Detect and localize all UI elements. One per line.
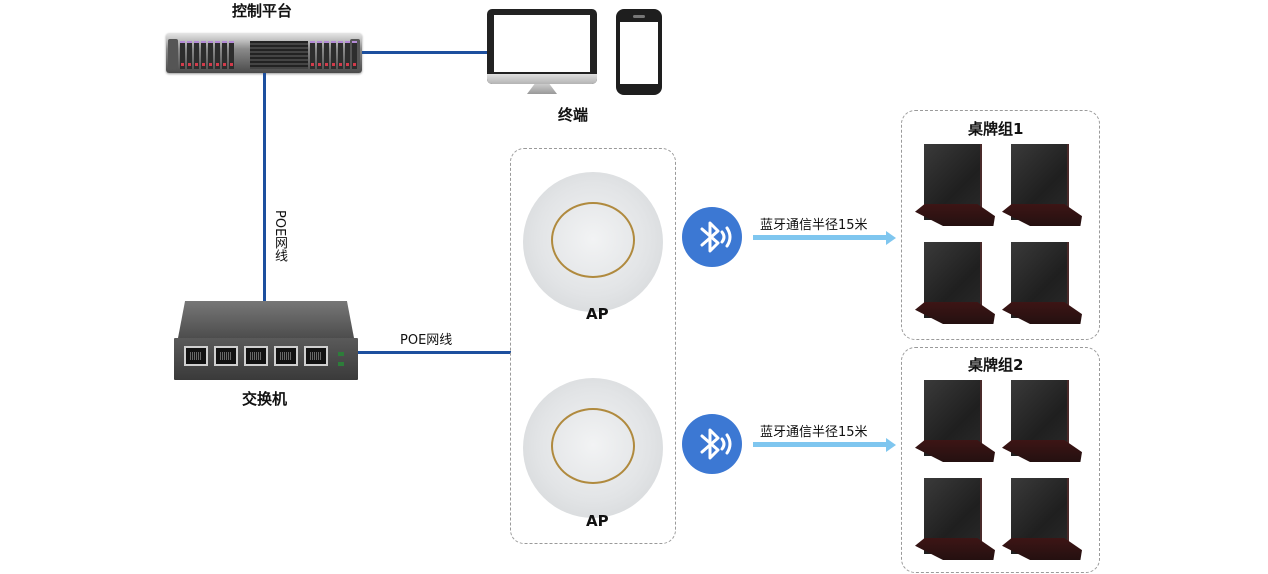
arrow-head-icon	[886, 438, 896, 452]
electronic-table-card-icon	[1002, 144, 1082, 236]
poe-switch-icon	[174, 338, 358, 380]
table-card-group-2	[901, 347, 1100, 573]
ap-top-label: AP	[586, 305, 609, 323]
terminal-label: 终端	[558, 106, 589, 124]
ceiling-access-point-icon	[523, 378, 663, 518]
ap-group-container	[510, 148, 676, 544]
arrow-head-icon	[886, 231, 896, 245]
switch-ap-wire	[358, 351, 511, 354]
electronic-table-card-icon	[1002, 478, 1082, 570]
bluetooth-arrow-1	[753, 235, 887, 240]
smartphone-icon	[616, 9, 662, 95]
switch-label: 交换机	[242, 390, 288, 408]
bluetooth-range-label-1: 蓝牙通信半径15米	[760, 218, 868, 233]
poe-cable-label-horizontal: POE网线	[400, 333, 453, 348]
bluetooth-arrow-2	[753, 442, 887, 447]
rack-server-icon	[166, 33, 362, 73]
electronic-table-card-icon	[915, 242, 995, 334]
ap-bottom-label: AP	[586, 512, 609, 530]
poe-switch-top	[178, 301, 354, 338]
platform-terminal-wire	[362, 51, 488, 54]
bluetooth-signal-icon	[682, 414, 742, 474]
table-card-group-2-label: 桌牌组2	[968, 356, 1024, 374]
bluetooth-signal-icon	[682, 207, 742, 267]
platform-switch-wire	[263, 73, 266, 301]
electronic-table-card-icon	[1002, 242, 1082, 334]
desktop-monitor-icon	[487, 9, 597, 84]
control-platform-label: 控制平台	[232, 2, 293, 20]
electronic-table-card-icon	[1002, 380, 1082, 472]
ceiling-access-point-icon	[523, 172, 663, 312]
poe-cable-label-vertical: POE网线	[272, 210, 287, 263]
electronic-table-card-icon	[915, 478, 995, 570]
bluetooth-range-label-2: 蓝牙通信半径15米	[760, 425, 868, 440]
electronic-table-card-icon	[915, 144, 995, 236]
table-card-group-1-label: 桌牌组1	[968, 120, 1024, 138]
monitor-stand	[527, 84, 557, 94]
table-card-group-1	[901, 110, 1100, 340]
electronic-table-card-icon	[915, 380, 995, 472]
